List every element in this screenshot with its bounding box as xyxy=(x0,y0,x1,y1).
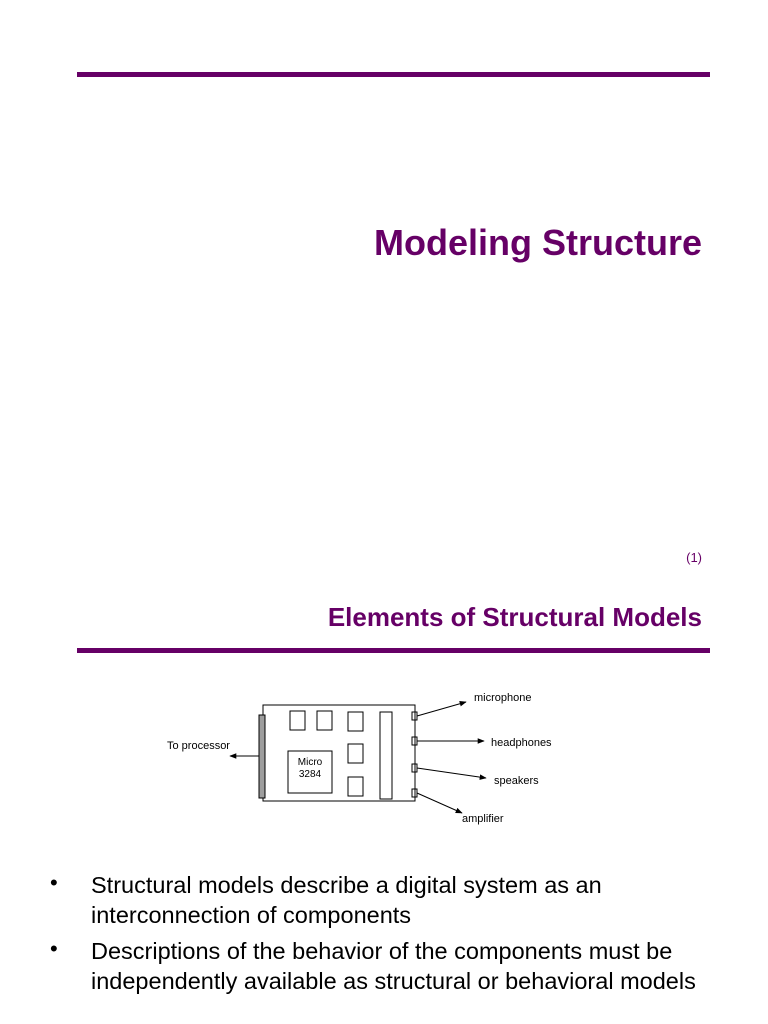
bullet-text: Descriptions of the behavior of the comp… xyxy=(91,938,696,994)
microphone-arrow xyxy=(416,701,467,717)
amplifier-arrow xyxy=(416,792,463,814)
bullet-icon: • xyxy=(50,936,58,961)
page-number: (1) xyxy=(686,550,702,565)
speakers-arrow xyxy=(416,767,487,780)
component-chip xyxy=(347,776,364,797)
microphone-label: microphone xyxy=(474,692,531,704)
edge-connector xyxy=(258,714,266,799)
to-processor-label: To processor xyxy=(167,740,230,752)
bullet-text: Structural models describe a digital sys… xyxy=(91,872,602,928)
slide-1: Modeling Structure (1) xyxy=(77,72,710,565)
slide-2: Elements of Structural Models xyxy=(0,585,768,1024)
component-chip xyxy=(347,743,364,764)
bullet-item: • Structural models describe a digital sy… xyxy=(50,870,730,930)
bullet-item: • Descriptions of the behavior of the com… xyxy=(50,936,730,996)
component-chip xyxy=(289,710,306,731)
top-rule xyxy=(77,72,710,77)
bullet-icon: • xyxy=(50,870,58,895)
component-chip xyxy=(347,711,364,732)
bullet-list: • Structural models describe a digital sy… xyxy=(50,870,730,1002)
speakers-label: speakers xyxy=(494,775,539,787)
chip-label: 3284 xyxy=(299,769,322,780)
amplifier-label: amplifier xyxy=(462,813,504,825)
slide-title: Modeling Structure xyxy=(373,222,702,263)
micro-chip xyxy=(287,750,333,794)
headphones-label: headphones xyxy=(491,737,552,749)
chip-label: Micro xyxy=(298,757,323,768)
slide-title: Elements of Structural Models xyxy=(327,602,702,632)
bus-strip xyxy=(379,711,393,800)
title-rule xyxy=(77,648,710,653)
component-chip xyxy=(316,710,333,731)
circuit-board-diagram: Micro 3284 To processor microphone headp… xyxy=(167,692,552,825)
